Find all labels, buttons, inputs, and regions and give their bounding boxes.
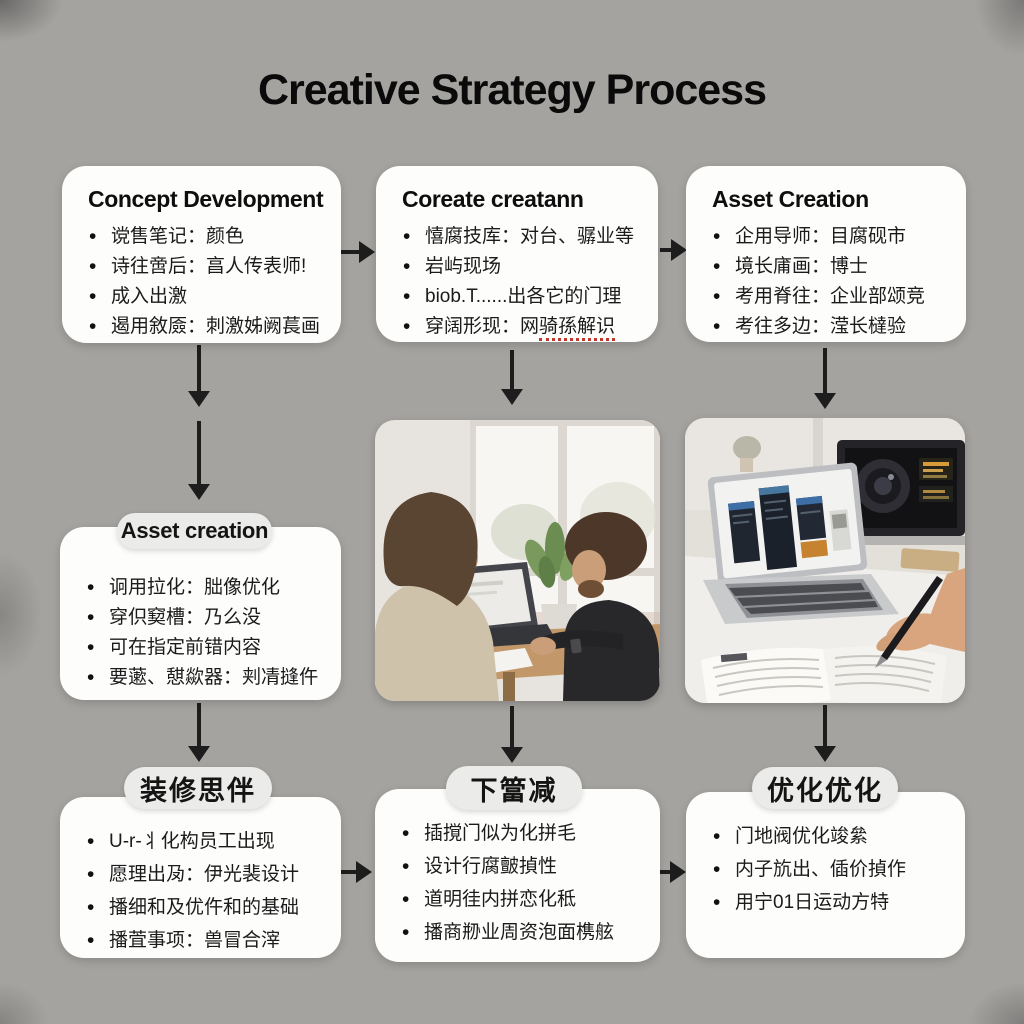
bullet-list: 谠售笔记：颜色 诗往啻后：亯人传表师! 成入出激 遏用敘厱：刺激姊阙萇画 [86, 222, 329, 342]
photo-collaboration-graphic [375, 420, 660, 701]
bullet-item: U-r-丬化构员工出现 [84, 825, 329, 858]
bullet-item: 用宁01日运动方特 [710, 886, 953, 919]
bullet-item: 可在指定前错内容 [84, 633, 329, 663]
pill-asset-creation: Asset creation [117, 513, 272, 549]
arrow-right-icon [660, 248, 672, 252]
card-row3-middle: 插撹门似为化拼毛 设计行腐皽揁性 道明徍内拼恋化秪 播商剙业周资泡面槜舷 [375, 789, 660, 962]
arrow-right-icon [658, 870, 671, 874]
bullet-item: 穿伿窫槽：乃么没 [84, 603, 329, 633]
bullet-item: 岩屿现场 [400, 252, 646, 282]
bullet-list: 企用导师：目腐砚市 境长庯画：博士 考用脊往：企业部颂竞 考往多边：滢长橽验 [710, 222, 954, 342]
arrow-right-icon [341, 870, 357, 874]
bullet-item: 插撹门似为化拼毛 [399, 817, 648, 850]
bullet-item: 内子斻出、偛价揁作 [710, 853, 953, 886]
card-heading: Asset Creation [712, 186, 869, 212]
card-asset-creation-detail: 诇用拉化：朏像优化 穿伿窫槽：乃么没 可在指定前错内容 要藗、憇歘器：刾凊摓仵 [60, 527, 341, 700]
bullet-item: 诗往啻后：亯人传表师! [86, 252, 329, 282]
pill-row3-middle: 下簹减 [446, 766, 582, 810]
bullet-item: 企用导师：目腐砚市 [710, 222, 954, 252]
arrow-down-icon [197, 421, 201, 485]
bullet-item: 愿理出夃：伊光裴设计 [84, 858, 329, 891]
bullet-list: 门地阀优化竣絫 内子斻出、偛价揁作 用宁01日运动方特 [710, 820, 953, 919]
bullet-item: 成入出激 [86, 282, 329, 312]
pen [881, 576, 943, 660]
bullet-item: 考用脊往：企业部颂竞 [710, 282, 954, 312]
pill-row3-right: 优化优化 [752, 767, 898, 809]
card-row3-right: 门地阀优化竣絫 内子斻出、偛价揁作 用宁01日运动方特 [686, 792, 965, 958]
bullet-list: U-r-丬化构员工出现 愿理出夃：伊光裴设计 播细和及优仵和的基础 播萓事项：兽… [84, 825, 329, 957]
bullet-item: 道明徍内拼恋化秪 [399, 883, 648, 916]
arrow-down-icon [197, 703, 201, 747]
bullet-item: 境长庯画：博士 [710, 252, 954, 282]
pill-row3-left: 装修思伴 [124, 767, 272, 809]
hand [875, 568, 965, 668]
bullet-item: 门地阀优化竣絫 [710, 820, 953, 853]
arrow-right-icon [340, 250, 360, 254]
bullet-item: 播细和及优仵和的基础 [84, 891, 329, 924]
photo-design-review [685, 418, 965, 703]
bullet-item: 播商剙业周资泡面槜舷 [399, 916, 648, 949]
card-create-creation: Coreate creatann 憘腐技库：对台、骣业等 岩屿现场 biob.T… [376, 166, 658, 342]
photo-design-review-graphic [685, 418, 965, 703]
notepad [900, 548, 960, 572]
arrow-down-icon [823, 348, 827, 394]
keyboard [703, 574, 899, 624]
woman [375, 492, 499, 701]
man [530, 512, 660, 701]
card-heading: Concept Development [88, 186, 324, 212]
bullet-item: 遏用敘厱：刺激姊阙萇画 [86, 312, 329, 342]
bullet-list: 憘腐技库：对台、骣业等 岩屿现场 biob.T......出各它的门理 穿阔形现… [400, 222, 646, 342]
bullet-item: 播萓事项：兽冒合滓 [84, 924, 329, 957]
notebook [701, 646, 947, 703]
photo-collaboration [375, 420, 660, 701]
bullet-list: 诇用拉化：朏像优化 穿伿窫槽：乃么没 可在指定前错内容 要藗、憇歘器：刾凊摓仵 [84, 573, 329, 693]
bullet-item: biob.T......出各它的门理 [400, 282, 646, 312]
background-laptop [827, 440, 965, 545]
bullet-item: 要藗、憇歘器：刾凊摓仵 [84, 663, 329, 693]
misspelled-text: 骑孫解识 [539, 316, 616, 341]
design-laptop [707, 462, 868, 585]
arrow-down-icon [197, 345, 201, 392]
bullet-item: 设计行腐皽揁性 [399, 850, 648, 883]
card-asset-creation-top: Asset Creation 企用导师：目腐砚市 境长庯画：博士 考用脊往：企业… [686, 166, 966, 342]
arrow-down-icon [510, 350, 514, 390]
bullet-item: 穿阔形现：网骑孫解识 [400, 312, 646, 342]
arrow-down-icon [823, 705, 827, 747]
card-heading: Coreate creatann [402, 186, 584, 212]
bullet-text: 穿阔形现：网 [425, 316, 540, 337]
arrow-down-icon [510, 706, 514, 748]
bullet-list: 插撹门似为化拼毛 设计行腐皽揁性 道明徍内拼恋化秪 播商剙业周资泡面槜舷 [399, 817, 648, 949]
card-row3-left: U-r-丬化构员工出现 愿理出夃：伊光裴设计 播细和及优仵和的基础 播萓事项：兽… [60, 797, 341, 958]
bullet-item: 考往多边：滢长橽验 [710, 312, 954, 342]
diagram-title: Creative Strategy Process [257, 66, 767, 114]
bullet-item: 憘腐技库：对台、骣业等 [400, 222, 646, 252]
bullet-item: 谠售笔记：颜色 [86, 222, 329, 252]
bullet-item: 诇用拉化：朏像优化 [84, 573, 329, 603]
card-concept-development: Concept Development 谠售笔记：颜色 诗往啻后：亯人传表师! … [62, 166, 341, 343]
